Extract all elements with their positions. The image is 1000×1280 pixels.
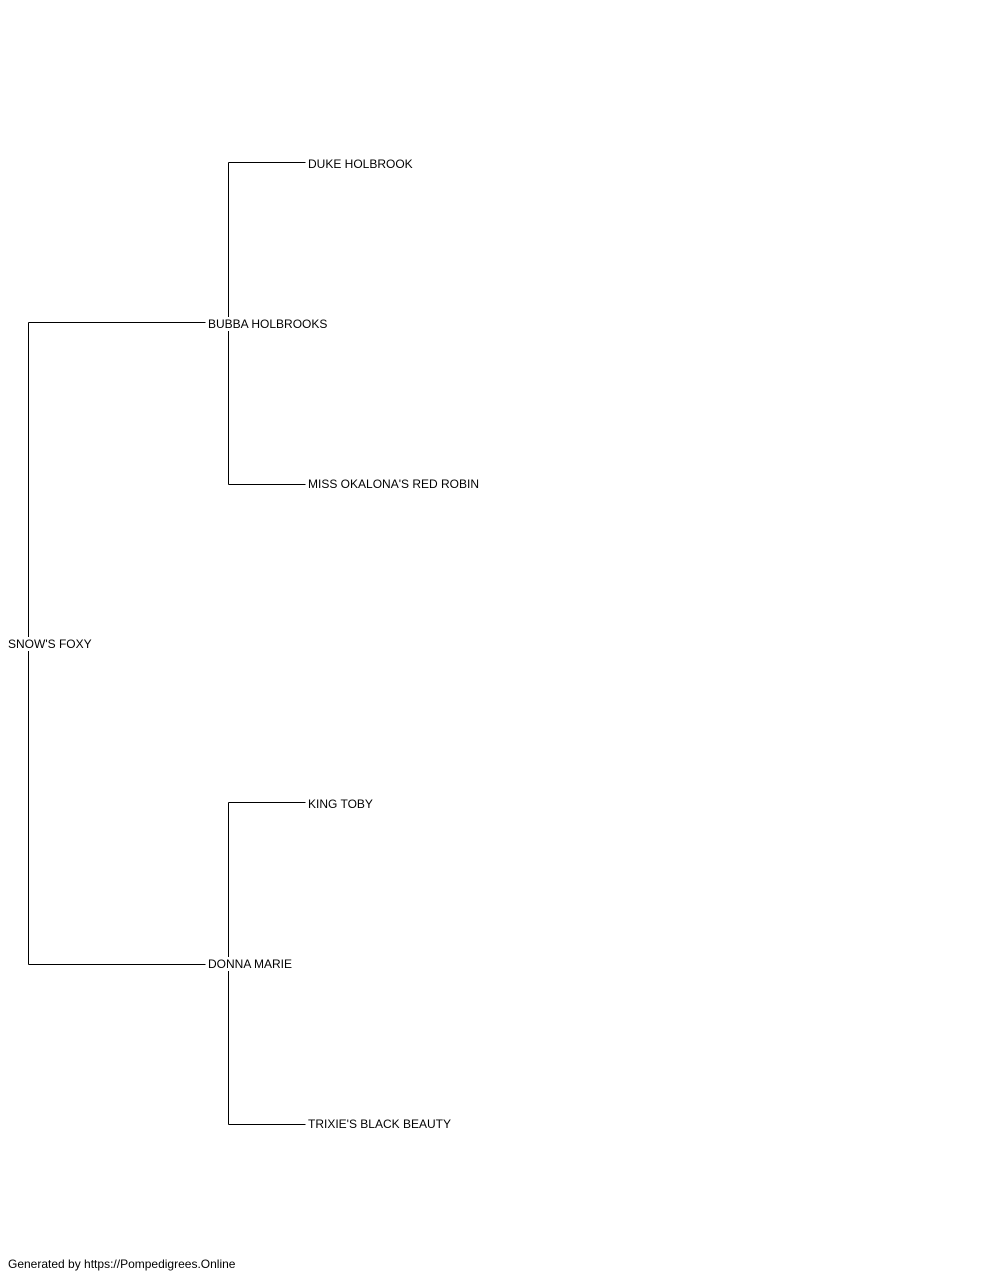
dam-name: DONNA MARIE [207, 957, 294, 971]
subject-name: SNOW'S FOXY [7, 637, 93, 651]
dam-sire-name: KING TOBY [307, 797, 374, 811]
sire-dam-name: MISS OKALONA'S RED ROBIN [307, 477, 480, 491]
sire-sire-name: DUKE HOLBROOK [307, 157, 414, 171]
dam-dam-name: TRIXIE'S BLACK BEAUTY [307, 1117, 452, 1131]
generated-by-footer: Generated by https://Pompedigrees.Online [8, 1257, 236, 1271]
sire-name: BUBBA HOLBROOKS [207, 317, 329, 331]
